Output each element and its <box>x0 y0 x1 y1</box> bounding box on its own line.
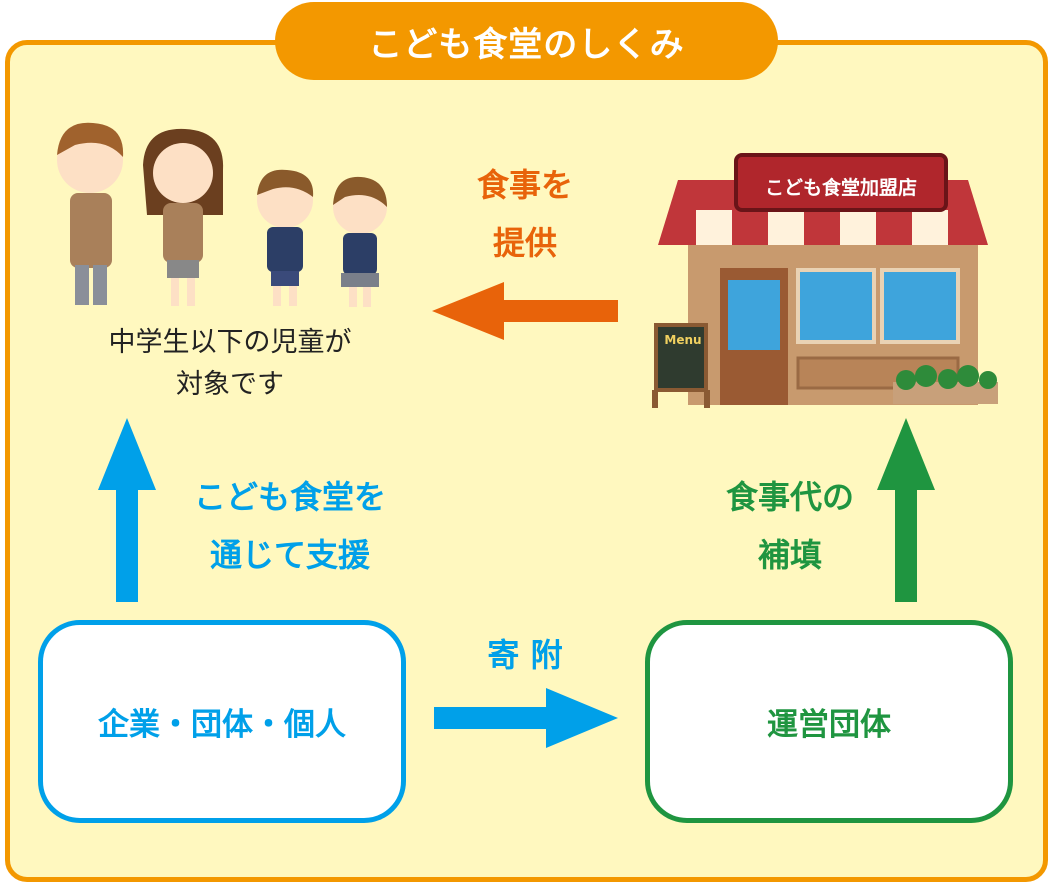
donor-box: 企業・団体・個人 <box>38 620 406 823</box>
operator-box: 運営団体 <box>645 620 1013 823</box>
provide-line-1: 食事を <box>476 166 573 204</box>
support-arrow-up <box>98 418 156 602</box>
compensation-line-2: 補填 <box>757 536 822 574</box>
girl-student <box>143 128 224 306</box>
shop-illustration <box>652 153 998 408</box>
young-boy <box>257 169 314 306</box>
provide-label: 食事を 提供 <box>430 156 620 272</box>
target-line-2: 対象です <box>176 369 284 400</box>
target-line-1: 中学生以下の児童が <box>108 327 352 358</box>
provide-line-2: 提供 <box>492 224 557 262</box>
compensation-arrow-up <box>877 418 935 602</box>
donation-label: 寄 附 <box>487 636 563 674</box>
support-line-2: 通じて支援 <box>209 536 370 574</box>
menu-board-text: Menu <box>664 333 702 347</box>
donation-arrow-right <box>434 688 618 748</box>
support-label: こども食堂を 通じて支援 <box>160 468 420 584</box>
compensation-label: 食事代の 補填 <box>680 468 900 584</box>
children-illustration <box>57 122 387 307</box>
support-line-1: こども食堂を <box>193 478 386 516</box>
young-girl <box>333 176 387 307</box>
boy-student <box>57 122 124 305</box>
provide-arrow-left <box>432 282 618 340</box>
diagram-title: こども食堂のしくみ <box>275 2 778 80</box>
compensation-line-1: 食事代の <box>725 478 854 516</box>
target-description: 中学生以下の児童が 対象です <box>60 322 400 406</box>
shop-sign: こども食堂加盟店 <box>764 177 917 199</box>
